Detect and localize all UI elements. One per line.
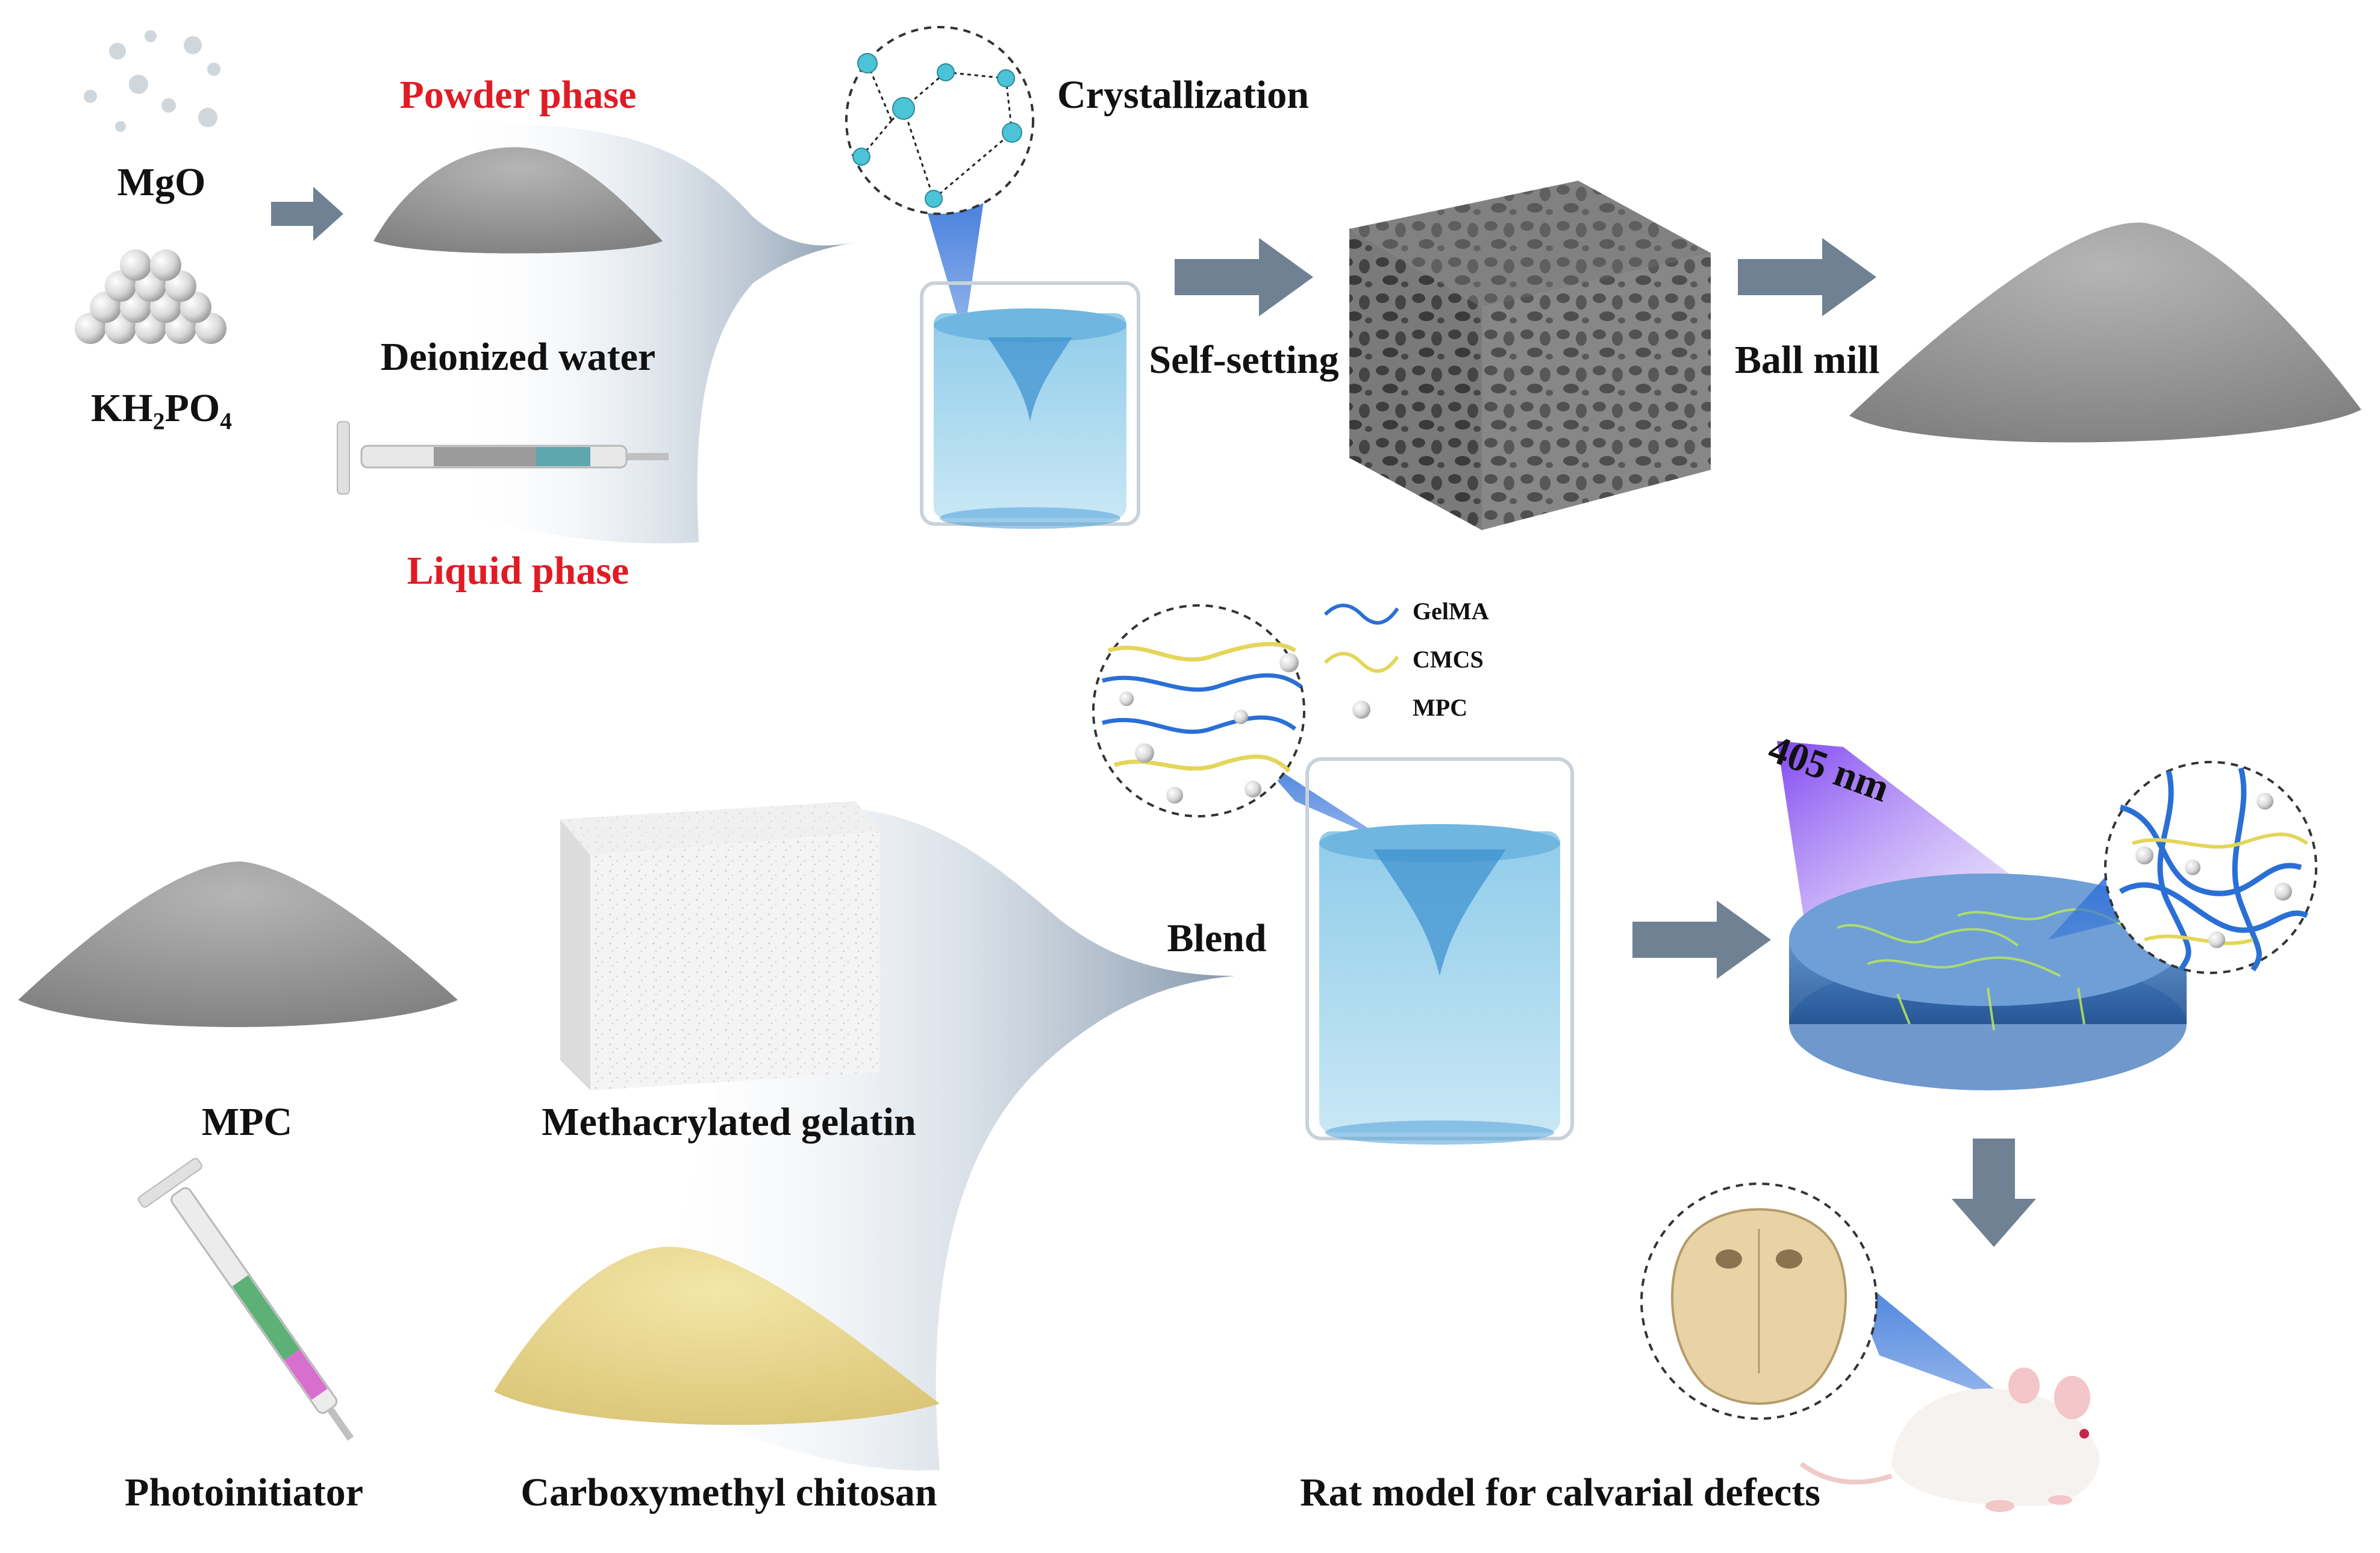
- mpc-powder-pile-icon: [18, 861, 458, 1027]
- legend-gelma-label: GelMA: [1413, 598, 1489, 625]
- skull-zoom-circle: [1640, 1183, 1878, 1420]
- arrow-to-hydrogel-icon: [1632, 901, 1771, 979]
- legend-cmcs-label: CMCS: [1413, 646, 1484, 673]
- porous-scaffold-cube: [1349, 181, 1711, 530]
- kh2po4-label: KH₂PO₄: [91, 386, 232, 430]
- legend: [1323, 604, 1399, 719]
- yellow-wave-icon: [1323, 652, 1399, 673]
- crystallization-zoom-circle: [845, 26, 1034, 215]
- arrow-self-setting-icon: [1175, 238, 1313, 316]
- mgo-particles-icon: [84, 30, 220, 132]
- self-setting-label: Self-setting: [1149, 338, 1339, 382]
- photoinitiator-label: Photoinitiator: [125, 1470, 363, 1514]
- blue-wave-icon: [1323, 604, 1399, 625]
- gelma-cube: [560, 801, 879, 1090]
- crystallization-zoom-beam: [922, 193, 985, 337]
- arrow-down-icon: [1952, 1139, 2036, 1247]
- rat-icon: [1799, 1367, 2100, 1512]
- mgo-label: MgO: [117, 160, 206, 204]
- photoinitiator-syringe-icon: [137, 1158, 354, 1441]
- beaker-bottom: [1305, 757, 1574, 1145]
- rat-model-label: Rat model for calvarial defects: [1300, 1470, 1820, 1514]
- blend-label: Blend: [1167, 916, 1267, 960]
- deionized-water-label: Deionized water: [380, 335, 656, 379]
- liquid-phase-label: Liquid phase: [407, 549, 629, 593]
- mpc-label: MPC: [201, 1100, 293, 1144]
- carboxymethyl-chitosan-label: Carboxymethyl chitosan: [520, 1470, 937, 1514]
- syringe-icon: [337, 421, 669, 495]
- skull-zoom-beam: [1843, 1265, 2012, 1404]
- crystallization-label: Crystallization: [1057, 73, 1309, 117]
- mpc-powder-pile-top-icon: [1849, 222, 2361, 443]
- powder-pile-icon: [373, 147, 663, 254]
- kh2po4-crystal-icon: [75, 249, 226, 344]
- arrow-ball-mill-icon: [1738, 238, 1876, 316]
- chitosan-powder-pile-icon: [494, 1246, 940, 1425]
- methacrylated-gelatin-label: Methacrylated gelatin: [542, 1100, 916, 1144]
- blend-zoom-circle: [1092, 604, 1305, 817]
- ball-mill-label: Ball mill: [1734, 338, 1880, 382]
- arrow-to-powder-icon: [271, 187, 343, 241]
- legend-mpc-label: MPC: [1413, 694, 1468, 721]
- gray-particle-icon: [1352, 701, 1370, 719]
- blend-zoom-beam: [1253, 753, 1391, 843]
- beaker-top: [920, 281, 1140, 529]
- network-zoom-circle: [2104, 761, 2317, 974]
- powder-phase-label: Powder phase: [399, 73, 637, 117]
